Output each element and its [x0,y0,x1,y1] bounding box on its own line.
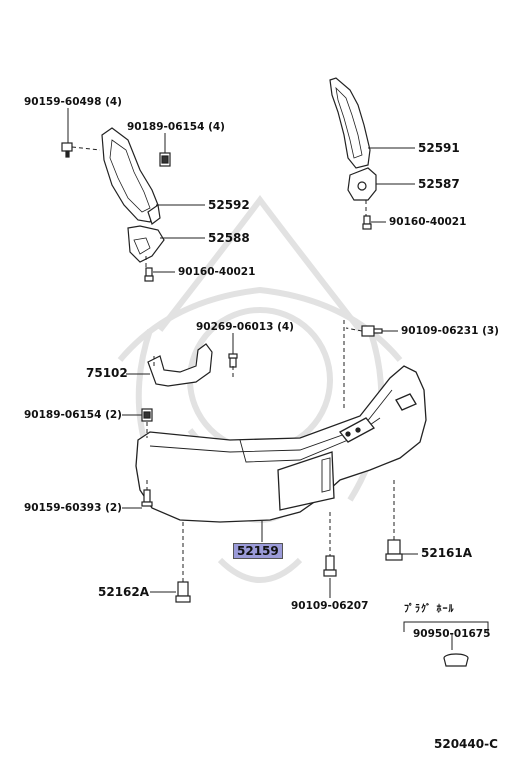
label-90159-60498[interactable]: 90159-60498 (4) [24,96,122,108]
label-52161A[interactable]: 52161A [421,546,473,560]
bracket-52592 [101,127,161,225]
bracket-52588 [127,225,165,263]
bracket-52587 [347,167,377,201]
screw-90109-06207 [323,555,337,577]
label-plug-hole: ﾌﾟﾗｸﾞ ﾎｰﾙ [404,604,455,615]
bolt-90159-60498 [61,142,73,158]
label-75102[interactable]: 75102 [86,366,128,380]
clip-52161A [385,539,403,561]
bracket-52591 [329,77,371,169]
bolt-90269-06013 [228,353,238,368]
clip-52162A [175,581,191,603]
bolt-90159-60393 [141,489,153,507]
bracket-75102 [147,343,213,387]
label-90950-01675[interactable]: 90950-01675 [413,628,491,640]
label-90269-06013[interactable]: 90269-06013 (4) [196,321,294,333]
label-52587[interactable]: 52587 [418,177,460,191]
label-52588[interactable]: 52588 [208,231,250,245]
bolt-90160-40021-right [362,215,372,230]
clip-90189-06154-lower [141,408,153,422]
label-90160-40021-left[interactable]: 90160-40021 [178,266,256,278]
bumper-cover-52159 [135,365,427,523]
label-90189-06154-2[interactable]: 90189-06154 (2) [24,409,122,421]
assembly-lines [71,146,395,582]
label-52162A[interactable]: 52162A [98,585,150,599]
label-52591[interactable]: 52591 [418,141,460,155]
samurai-helmet-watermark [117,195,403,583]
leader-lines [67,108,489,650]
diagram-code: 520440-C [434,737,498,751]
label-90109-06207[interactable]: 90109-06207 [291,600,369,612]
label-52592[interactable]: 52592 [208,198,250,212]
plug-90950-01675 [443,653,469,667]
label-90159-60393[interactable]: 90159-60393 (2) [24,502,122,514]
screw-90109-06231 [361,325,383,337]
label-90189-06154-4[interactable]: 90189-06154 (4) [127,121,225,133]
label-52159[interactable]: 52159 [233,543,283,559]
bolt-90160-40021-left [144,267,154,282]
label-90160-40021-right[interactable]: 90160-40021 [389,216,467,228]
label-90109-06231[interactable]: 90109-06231 (3) [401,325,499,337]
clip-90189-06154-upper [159,152,171,167]
